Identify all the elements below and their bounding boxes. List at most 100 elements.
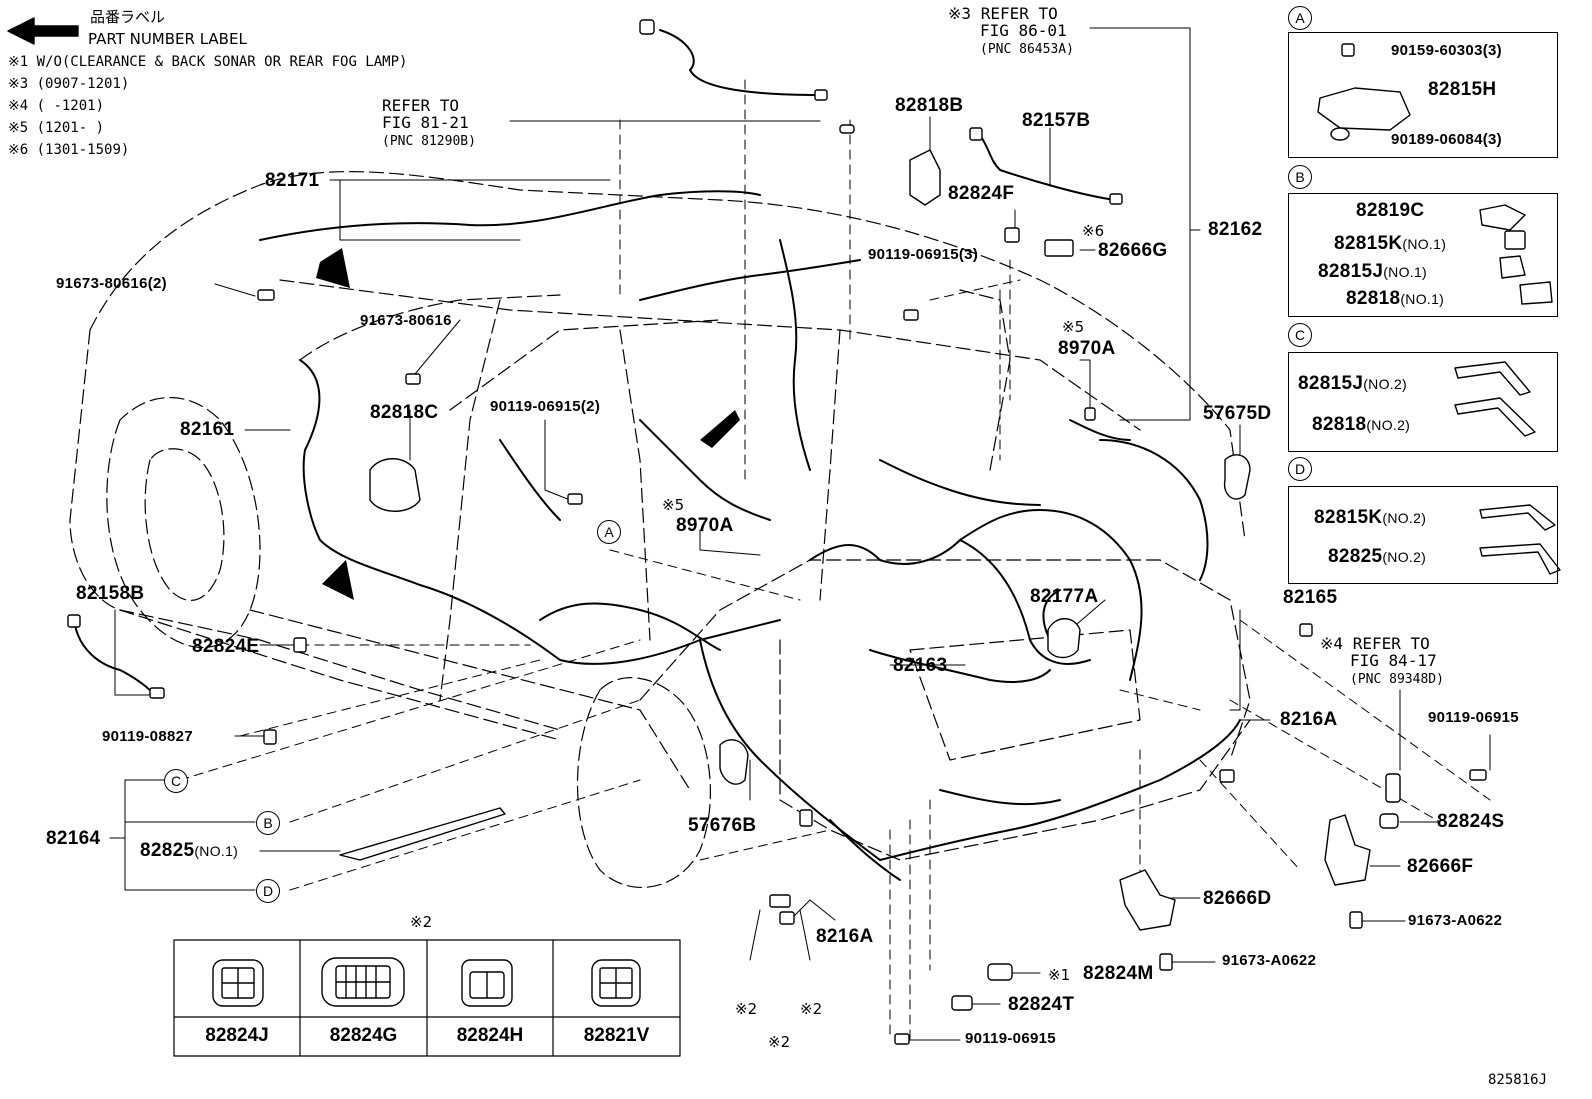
inset-D-item-2-part: 82825: [1328, 546, 1383, 567]
part-82165[interactable]: 82165: [1283, 587, 1338, 608]
part-90119-06915-3[interactable]: 90119-06915(3): [868, 246, 979, 263]
part-82666G[interactable]: 82666G: [1098, 240, 1168, 261]
part-82825-no1[interactable]: 82825(NO.1): [140, 841, 238, 860]
inset-B-item-3[interactable]: 82815J(NO.1): [1318, 262, 1427, 281]
inset-C-letter: C: [1288, 323, 1312, 347]
inset-A-item-2[interactable]: 82815H: [1428, 79, 1497, 100]
inset-C: [1288, 352, 1558, 452]
mark-1: ※1: [1048, 966, 1071, 984]
part-82824T[interactable]: 82824T: [1008, 994, 1075, 1015]
part-82824E[interactable]: 82824E: [192, 636, 260, 657]
inset-D-item-2[interactable]: 82825(NO.2): [1328, 547, 1426, 566]
inset-B-letter: B: [1288, 165, 1312, 189]
connector-table-mark: ※2: [410, 913, 433, 931]
ref-fig86[interactable]: ※3 REFER TO FIG 86-01 (PNC 86453A): [948, 4, 1074, 57]
ref-fig86-line1: REFER TO: [980, 4, 1058, 23]
part-90119-08827[interactable]: 90119-08827: [102, 728, 193, 745]
part-82825-no1-num: 82825: [140, 840, 195, 861]
callout-D[interactable]: D: [256, 879, 280, 903]
ref-fig81-line2: FIG 81-21: [382, 112, 469, 132]
inset-B-item-2[interactable]: 82815K(NO.1): [1334, 234, 1446, 253]
inset-C-item-2[interactable]: 82818(NO.2): [1312, 415, 1410, 434]
part-82818B[interactable]: 82818B: [895, 95, 964, 116]
part-91673-A0622-right[interactable]: 91673-A0622: [1408, 912, 1503, 929]
inset-B-item-1[interactable]: 82819C: [1356, 201, 1424, 220]
part-91673-80616[interactable]: 91673-80616: [360, 312, 452, 329]
inset-A-item-3[interactable]: 90189-06084(3): [1391, 131, 1502, 148]
part-90119-06915-2[interactable]: 90119-06915(2): [490, 398, 601, 415]
inset-D-item-2-sfx: (NO.2): [1382, 549, 1427, 565]
inset-C-item-1[interactable]: 82815J(NO.2): [1298, 374, 1407, 393]
connector-82824H[interactable]: 82824H: [456, 1025, 524, 1046]
connector-82821V[interactable]: 82821V: [583, 1025, 650, 1046]
ref-fig86-line3: (PNC 86453A): [980, 41, 1074, 57]
inset-C-item-2-part: 82818: [1312, 414, 1367, 435]
part-91673-A0622-bottom[interactable]: 91673-A0622: [1222, 952, 1317, 969]
connectors: [67, 19, 1487, 1045]
inset-B-item-4-sfx: (NO.1): [1400, 291, 1445, 307]
part-82171[interactable]: 82171: [265, 170, 320, 191]
inset-B-item-4[interactable]: 82818(NO.1): [1346, 289, 1444, 308]
mark-6: ※6: [1082, 222, 1105, 240]
inset-C-item-1-part: 82815J: [1298, 373, 1364, 394]
mark-2-a: ※2: [735, 1000, 758, 1018]
ref-fig84-mark: ※4: [1320, 634, 1344, 653]
part-82162[interactable]: 82162: [1208, 219, 1263, 240]
part-82161[interactable]: 82161: [180, 419, 235, 440]
ref-fig81[interactable]: REFER TO FIG 81-21 (PNC 81290B): [382, 97, 476, 148]
inset-B: [1288, 193, 1558, 317]
note-6: ※6 (1301-1509): [8, 142, 130, 158]
part-8970A-right[interactable]: 8970A: [1058, 338, 1116, 359]
connector-82824G[interactable]: 82824G: [329, 1025, 398, 1046]
arrow-left-icon: [7, 17, 79, 45]
inset-B-item-1-part: 82819C: [1356, 200, 1425, 221]
ref-fig84-line2: FIG 84-17: [1350, 650, 1437, 670]
ref-fig84-line3: (PNC 89348D): [1350, 671, 1444, 687]
part-82824S[interactable]: 82824S: [1437, 811, 1505, 832]
part-90119-06915-right[interactable]: 90119-06915: [1428, 709, 1519, 726]
part-82825-no1-sfx: (NO.1): [194, 843, 239, 859]
part-82824F[interactable]: 82824F: [948, 183, 1015, 204]
part-82157B[interactable]: 82157B: [1022, 110, 1091, 131]
pointer-arrows: [316, 248, 740, 600]
inset-B-item-3-sfx: (NO.1): [1383, 264, 1428, 280]
inset-D-item-1[interactable]: 82815K(NO.2): [1314, 508, 1426, 527]
leader-lines: [109, 27, 1491, 1041]
part-82177A[interactable]: 82177A: [1030, 586, 1099, 607]
label-jp: 品番ラベル: [90, 8, 166, 26]
callout-B[interactable]: B: [256, 811, 280, 835]
dashed-reference-lines: [179, 79, 1491, 1041]
part-91673-80616-2[interactable]: 91673-80616(2): [56, 275, 167, 292]
part-82666D[interactable]: 82666D: [1203, 888, 1272, 909]
callout-A[interactable]: A: [597, 520, 621, 544]
vehicle-outline: [69, 171, 1251, 888]
part-82824M[interactable]: 82824M: [1083, 963, 1154, 984]
part-8216A-right[interactable]: 8216A: [1280, 709, 1338, 730]
part-8216A-bottom[interactable]: 8216A: [816, 926, 874, 947]
label-en: PART NUMBER LABEL: [88, 30, 247, 48]
part-82666F[interactable]: 82666F: [1407, 856, 1474, 877]
ref-fig84[interactable]: ※4 REFER TO FIG 84-17 (PNC 89348D): [1320, 634, 1444, 687]
inset-A-letter: A: [1288, 6, 1312, 30]
brackets: [339, 43, 1561, 931]
inset-B-item-2-part: 82815K: [1334, 233, 1403, 254]
part-82164[interactable]: 82164: [46, 828, 101, 849]
connector-82824J[interactable]: 82824J: [205, 1025, 269, 1046]
part-57675D[interactable]: 57675D: [1203, 403, 1272, 424]
inset-A: [1288, 32, 1558, 158]
part-57676B[interactable]: 57676B: [688, 815, 757, 836]
connector-table: [173, 939, 681, 1057]
part-82818C[interactable]: 82818C: [370, 402, 439, 423]
inset-D-letter: D: [1288, 457, 1312, 481]
ref-fig86-line2: FIG 86-01: [980, 20, 1067, 40]
part-82158B[interactable]: 82158B: [76, 583, 145, 604]
inset-C-item-1-sfx: (NO.2): [1363, 376, 1408, 392]
callout-C[interactable]: C: [164, 769, 188, 793]
part-82163[interactable]: 82163: [893, 655, 948, 676]
part-90119-06915-bottom[interactable]: 90119-06915: [965, 1030, 1056, 1047]
part-8970A-left[interactable]: 8970A: [676, 515, 734, 536]
mark-2-b: ※2: [768, 1033, 791, 1051]
inset-A-item-1[interactable]: 90159-60303(3): [1391, 42, 1502, 59]
